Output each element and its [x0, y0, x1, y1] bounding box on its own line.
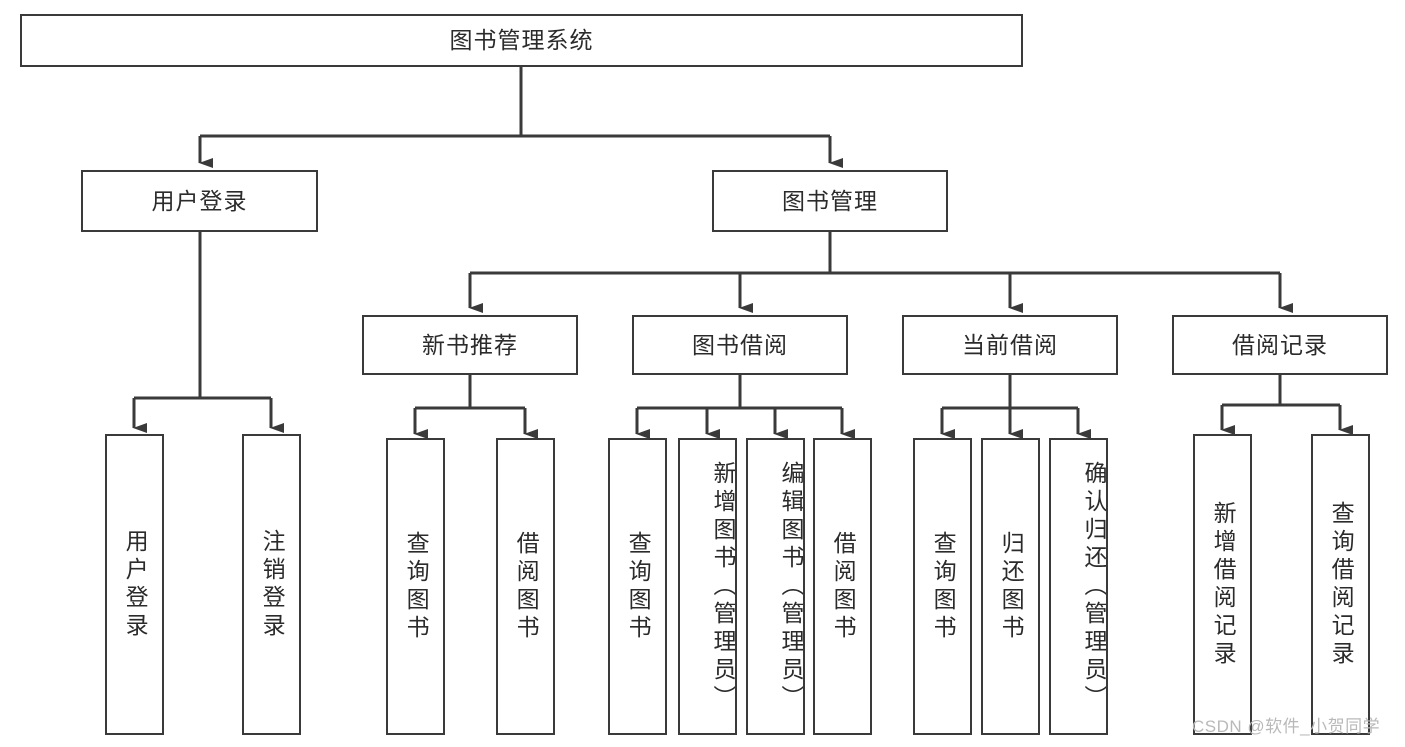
node-borrow-record[interactable]: 借阅记录	[1172, 315, 1388, 375]
node-root[interactable]: 图书管理系统	[20, 14, 1023, 67]
node-leaf-logout[interactable]: 注销登录	[242, 434, 301, 735]
node-leaf-return-book[interactable]: 归还图书	[981, 438, 1040, 735]
node-user-login[interactable]: 用户登录	[81, 170, 318, 232]
node-book-borrow[interactable]: 图书借阅	[632, 315, 848, 375]
node-leaf-query-book-1[interactable]: 查询图书	[386, 438, 445, 735]
node-new-book-rec[interactable]: 新书推荐	[362, 315, 578, 375]
node-leaf-borrow-book-1[interactable]: 借阅图书	[496, 438, 555, 735]
node-leaf-add-record[interactable]: 新增借阅记录	[1193, 434, 1252, 735]
node-leaf-query-book-2[interactable]: 查询图书	[608, 438, 667, 735]
node-leaf-query-book-3[interactable]: 查询图书	[913, 438, 972, 735]
node-book-manage[interactable]: 图书管理	[712, 170, 948, 232]
node-leaf-borrow-book-2[interactable]: 借阅图书	[813, 438, 872, 735]
node-leaf-user-login[interactable]: 用户登录	[105, 434, 164, 735]
node-leaf-edit-book[interactable]: 编辑图书（管理员）	[746, 438, 805, 735]
node-leaf-add-book[interactable]: 新增图书（管理员）	[678, 438, 737, 735]
node-leaf-query-record[interactable]: 查询借阅记录	[1311, 434, 1370, 735]
node-current-borrow[interactable]: 当前借阅	[902, 315, 1118, 375]
watermark-text: CSDN @软件_小贺同学	[1192, 717, 1381, 736]
node-leaf-confirm-return[interactable]: 确认归还（管理员）	[1049, 438, 1108, 735]
